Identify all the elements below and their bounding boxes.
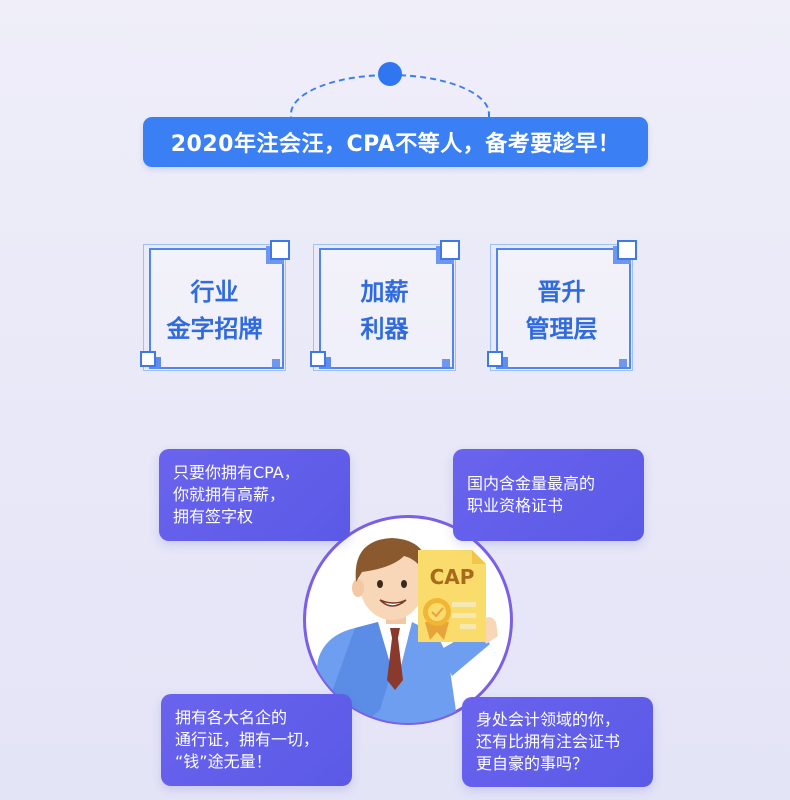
corner-square-icon	[310, 351, 326, 367]
feature-card-text: 加薪 利器	[360, 278, 409, 343]
bubble-top-left: 只要你拥有CPA， 你就拥有高薪， 拥有签字权	[159, 449, 350, 541]
corner-square-icon	[442, 359, 450, 367]
feature-card-text: 晋升 管理层	[525, 278, 598, 343]
corner-square-icon	[617, 240, 637, 260]
certificate-label: CAP	[430, 565, 475, 589]
feature-card-salary: 加薪 利器	[310, 240, 460, 371]
seal-badge-icon	[423, 598, 451, 640]
header-banner: 2020年注会汪，CPA不等人，备考要趁早！	[143, 117, 648, 167]
corner-square-icon	[140, 351, 156, 367]
decorative-dot	[378, 62, 402, 86]
corner-square-icon	[270, 240, 290, 260]
bubble-bottom-left: 拥有各大名企的 通行证，拥有一切， “钱”途无量！	[161, 694, 352, 786]
businessman-illustration: CAP	[310, 538, 498, 723]
feature-card-promotion: 晋升 管理层	[487, 240, 637, 371]
corner-square-icon	[487, 351, 503, 367]
corner-square-icon	[619, 359, 627, 367]
corner-square-icon	[272, 359, 280, 367]
feature-card-text: 行业 金字招牌	[166, 278, 263, 343]
header-banner-text: 2020年注会汪，CPA不等人，备考要趁早！	[170, 132, 621, 157]
feature-card-industry: 行业 金字招牌	[140, 240, 290, 371]
bubble-top-right: 国内含金量最高的 职业资格证书	[453, 449, 644, 541]
corner-square-icon	[440, 240, 460, 260]
bubble-bottom-right: 身处会计领域的你， 还有比拥有注会证书 更自豪的事吗？	[462, 697, 653, 787]
